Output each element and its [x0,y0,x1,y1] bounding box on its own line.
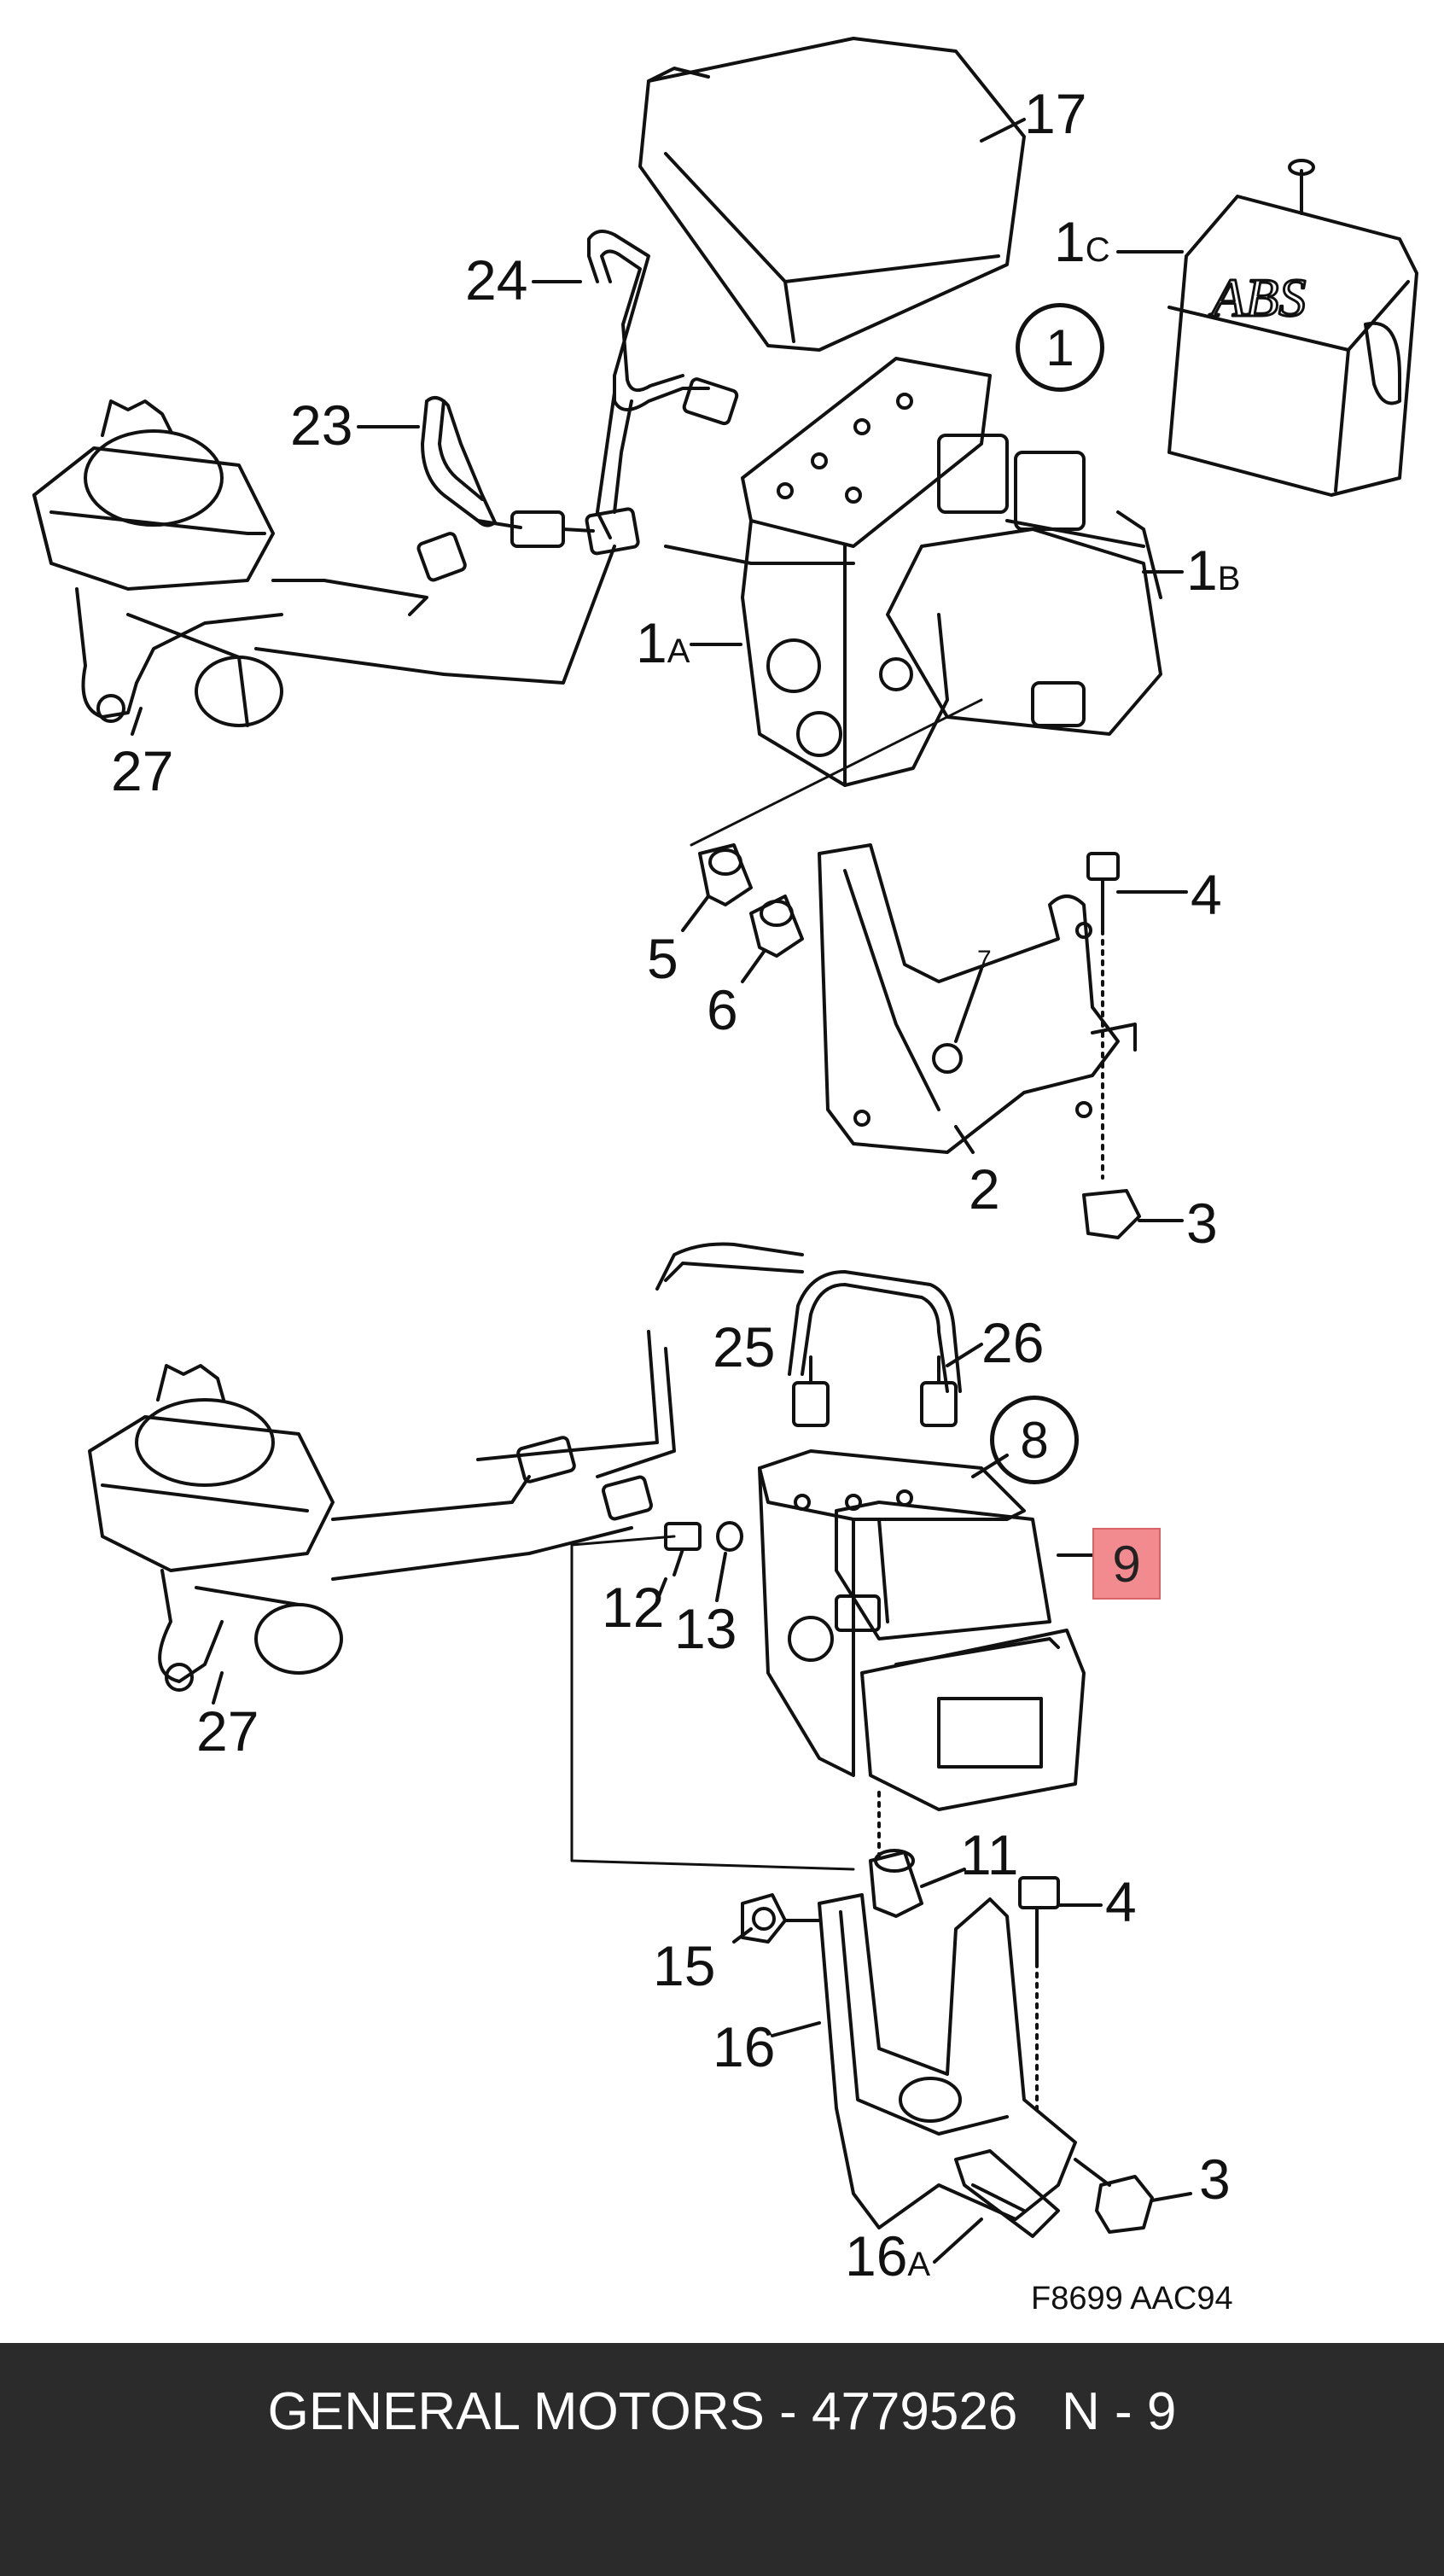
callout-16: 16 [713,2015,776,2078]
callout-26: 26 [981,1311,1045,1374]
part-9-module [758,1449,1086,1811]
part-17-cover [638,37,1026,352]
footer-bar: GENERAL MOTORS - 4779526 N - 9 [0,2343,1444,2576]
part-1c-abs-cover [1167,159,1418,497]
callout-1c-suffix: C [1085,231,1110,269]
callout-7: 7 [977,946,992,974]
circled-callout-1: 1 [1016,303,1104,392]
diagram-drawing: ABS [32,37,1418,2264]
callout-23: 23 [290,393,353,457]
callout-5: 5 [647,927,678,990]
callout-3-bottom: 3 [1199,2148,1231,2211]
callout-1b-number: 1 [1186,539,1218,602]
callout-9-highlighted: 9 [1092,1528,1161,1600]
callout-12: 12 [602,1576,665,1639]
master-cylinder-bottom [88,1364,633,1692]
parts-diagram: ABS [32,37,1418,2317]
callout-27-bottom: 27 [196,1699,259,1763]
callout-16a-suffix: A [907,2246,931,2283]
callout-1c-number: 1 [1054,210,1086,273]
master-cylinder-top [32,399,616,727]
abs-cover-label: ABS [1208,267,1306,328]
callout-6: 6 [707,978,738,1041]
callout-16a-number: 16 [845,2224,908,2288]
callout-15: 15 [653,1934,716,1997]
callout-1a-number: 1 [636,611,667,674]
callout-1b-suffix: B [1217,560,1241,597]
callout-17: 17 [1024,82,1087,145]
callout-25: 25 [713,1315,776,1378]
callout-1c: 1C [1054,213,1110,270]
callout-13: 13 [674,1597,737,1660]
callout-16a: 16A [845,2228,930,2284]
diagram-reference-code: F8699 AAC94 [1031,2281,1233,2317]
callout-1a-suffix: A [667,632,690,670]
part-1-abs-unit [741,357,1162,787]
callout-4-top: 4 [1191,863,1222,926]
callout-4-bottom: 4 [1105,1870,1137,1933]
callout-24: 24 [465,248,528,312]
callout-1b: 1B [1186,542,1240,598]
callout-27-top: 27 [111,739,174,802]
callout-11: 11 [960,1823,1019,1886]
callout-2: 2 [969,1157,1000,1221]
circled-callout-8: 8 [990,1396,1079,1484]
callout-3-top: 3 [1186,1192,1218,1255]
part-2-bracket [818,843,1137,1154]
part-16-bracket [818,1893,1077,2229]
callout-1a: 1A [636,615,690,671]
part-number-caption: GENERAL MOTORS - 4779526 N - 9 [267,2381,1177,2441]
